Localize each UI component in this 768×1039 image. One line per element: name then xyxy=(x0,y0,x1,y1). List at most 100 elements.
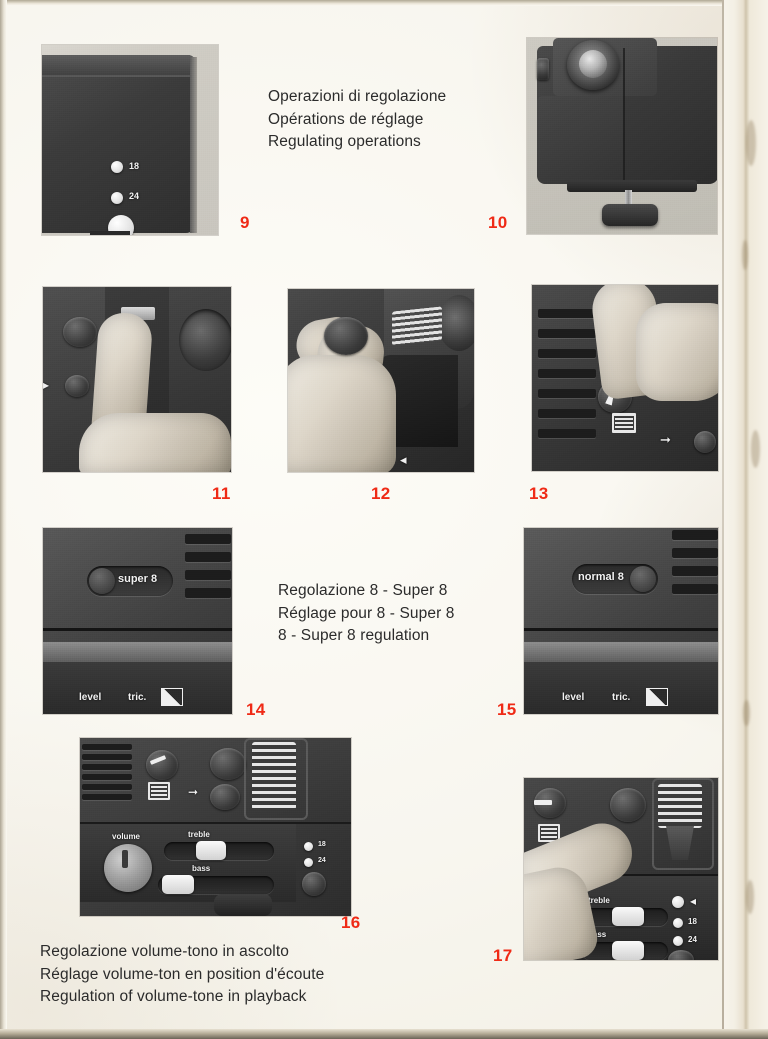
tric-indicator-icon xyxy=(646,688,668,706)
tric-label: tric. xyxy=(128,692,147,703)
tric-label: tric. xyxy=(612,692,631,703)
treble-slider-thumb[interactable] xyxy=(612,907,644,926)
speed-label-24: 24 xyxy=(318,857,326,864)
caption-volume-fr: Réglage volume-ton en position d'écoute xyxy=(40,965,325,983)
caption-super8-en: 8 - Super 8 regulation xyxy=(278,627,430,644)
speed-label-24: 24 xyxy=(688,935,697,944)
side-button[interactable] xyxy=(694,431,716,453)
figure-photo-9: 18 24 xyxy=(42,45,218,235)
hand-fist xyxy=(288,355,396,472)
figure-photo-16: ➞ volume treble bass 18 xyxy=(80,738,351,916)
panel-round-button[interactable] xyxy=(302,872,326,896)
caption-regulating-fr: Opérations de réglage xyxy=(268,110,424,128)
lower-round-button[interactable] xyxy=(210,784,240,810)
speed-label-18: 18 xyxy=(129,161,140,171)
arrow-right-icon: ➞ xyxy=(188,785,199,799)
main-power-button[interactable] xyxy=(108,215,134,235)
caption-regulating-operations: Operazioni di regolazione Opérations de … xyxy=(268,86,446,154)
page-left-edge xyxy=(0,0,7,1039)
framing-knob[interactable] xyxy=(146,750,178,780)
figure-number-12: 12 xyxy=(371,484,391,503)
arrow-right-icon: ➞ xyxy=(660,432,671,447)
bass-label: bass xyxy=(588,930,607,939)
treble-label: treble xyxy=(588,896,610,905)
figure-number-15: 15 xyxy=(497,700,517,719)
figure-number-9: 9 xyxy=(240,213,250,232)
tric-indicator-icon xyxy=(161,688,183,706)
speed-button-24[interactable] xyxy=(111,192,123,204)
film-frame-icon xyxy=(538,824,560,842)
bass-slider-thumb[interactable] xyxy=(162,875,194,894)
upper-round-button[interactable] xyxy=(210,748,246,780)
figure-photo-10 xyxy=(527,38,717,234)
figure-number-17: 17 xyxy=(493,946,513,965)
bass-slider-thumb[interactable] xyxy=(612,941,644,960)
figure-number-10: 10 xyxy=(488,213,508,232)
figure-photo-11: ▸ xyxy=(43,287,231,472)
figure-number-13: 13 xyxy=(529,484,549,503)
speed-lamp-24[interactable] xyxy=(304,858,313,867)
figure-number-16: 16 xyxy=(341,913,361,932)
hand-knuckles xyxy=(636,303,718,401)
page-stain xyxy=(751,430,760,468)
page-top-edge xyxy=(0,0,768,6)
caption-super8-regulation: Regolazione 8 - Super 8 Réglage pour 8 -… xyxy=(278,580,454,648)
speed-lamp-18[interactable] xyxy=(673,918,683,928)
tilt-foot-screw xyxy=(625,190,632,210)
volume-label: volume xyxy=(112,832,141,841)
format-label-normal8: normal 8 xyxy=(578,571,624,583)
gripped-knob[interactable] xyxy=(324,317,368,355)
bass-label: bass xyxy=(192,864,211,873)
caption-regulating-en: Regulating operations xyxy=(268,133,421,150)
caption-volume-tone: Regolazione volume-tono in ascolto Régla… xyxy=(40,941,324,1009)
page-bottom-edge xyxy=(0,1029,768,1039)
speaker-icon: ◂ xyxy=(400,452,407,467)
knob-pointer xyxy=(534,800,552,805)
film-frame-icon xyxy=(612,413,636,433)
caption-regulating-it: Operazioni di regolazione xyxy=(268,88,447,105)
format-switch-lever[interactable] xyxy=(630,566,656,592)
tilt-foot-wheel[interactable] xyxy=(602,204,658,226)
page-stain xyxy=(746,120,756,166)
treble-slider-thumb[interactable] xyxy=(196,841,226,860)
page-binding-edge xyxy=(722,0,768,1039)
volume-knob[interactable] xyxy=(104,844,152,892)
page-crease-line xyxy=(722,0,724,1039)
speed-label-18: 18 xyxy=(318,841,326,848)
panel-round-button[interactable] xyxy=(668,950,694,960)
speed-label-24: 24 xyxy=(129,191,140,201)
figure-photo-13: ➞ xyxy=(532,285,718,471)
page-stain xyxy=(743,700,750,726)
tilt-foot-wheel[interactable] xyxy=(214,894,272,916)
format-label-super8: super 8 xyxy=(118,573,158,585)
figure-photo-14: super 8 level tric. xyxy=(43,528,232,714)
speaker-lamp[interactable] xyxy=(672,896,684,908)
figure-number-11: 11 xyxy=(212,484,231,503)
speed-lamp-24[interactable] xyxy=(673,936,683,946)
page-stain xyxy=(746,880,754,914)
film-frame-icon xyxy=(148,782,170,800)
arrow-indicator-icon: ▸ xyxy=(43,378,50,392)
treble-label: treble xyxy=(188,830,210,839)
lamp-slider-control[interactable] xyxy=(658,784,702,828)
speaker-icon: ◂ xyxy=(690,894,697,908)
caption-super8-it: Regolazione 8 - Super 8 xyxy=(278,582,448,599)
lens-aperture xyxy=(438,295,474,351)
control-knob-lower[interactable] xyxy=(65,375,89,397)
figure-photo-17: treble bass ◂ 18 24 xyxy=(524,778,718,960)
caption-volume-it: Regolazione volume-tono in ascolto xyxy=(40,943,289,960)
center-round-button[interactable] xyxy=(610,788,646,822)
speed-button-18[interactable] xyxy=(111,161,123,173)
lamp-slider-control[interactable] xyxy=(252,742,296,810)
page-stain xyxy=(742,240,748,270)
caption-volume-en: Regulation of volume-tone in playback xyxy=(40,988,307,1005)
figure-number-14: 14 xyxy=(246,700,266,719)
figure-photo-12: ◂ xyxy=(288,289,474,472)
level-label: level xyxy=(562,692,585,703)
focus-ring-knurl[interactable] xyxy=(392,306,442,346)
hand-palm xyxy=(79,413,231,472)
control-knob-upper[interactable] xyxy=(63,317,97,347)
speed-lamp-18[interactable] xyxy=(304,842,313,851)
format-switch-lever[interactable] xyxy=(89,568,115,594)
